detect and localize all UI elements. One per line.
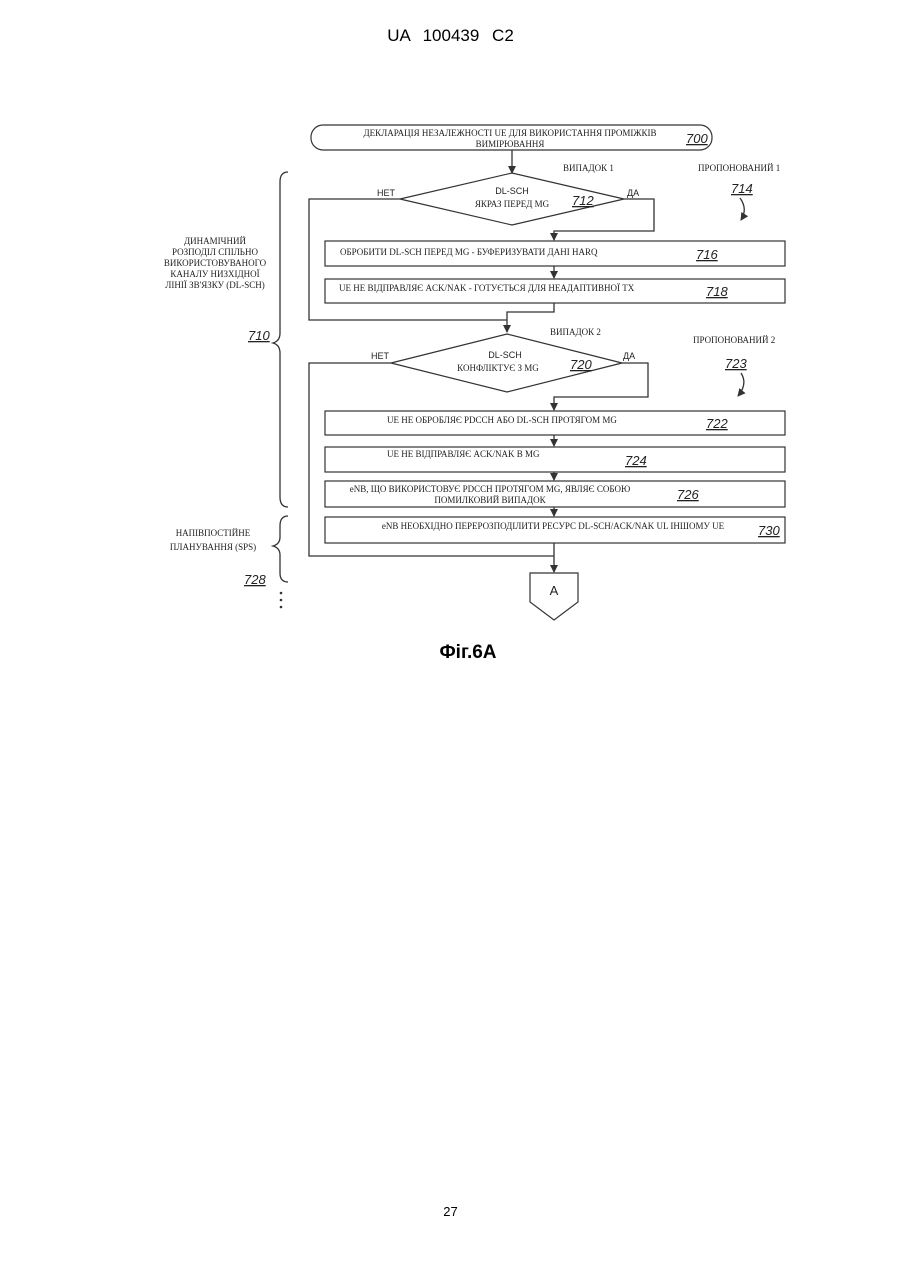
decision2-no-label: НЕТ xyxy=(371,351,390,361)
process-box-716: ОБРОБИТИ DL-SCH ПЕРЕД MG - БУФЕРИЗУВАТИ … xyxy=(325,241,785,266)
figure-caption: Фіг.6А xyxy=(439,642,496,663)
decision2-yes-label: ДА xyxy=(623,351,635,361)
box724-text: UE НЕ ВІДПРАВЛЯЄ ACK/NAK В MG xyxy=(387,449,540,459)
process-box-724: UE НЕ ВІДПРАВЛЯЄ ACK/NAK В MG 724 xyxy=(325,447,785,472)
start-terminal-700: ДЕКЛАРАЦІЯ НЕЗАЛЕЖНОСТІ UE ДЛЯ ВИКОРИСТА… xyxy=(311,125,712,150)
curved-arrow-714 xyxy=(740,198,744,220)
decision2-line2: КОНФЛІКТУЄ З MG xyxy=(457,363,539,373)
group710-line5: ЛІНІЇ ЗВ'ЯЗКУ (DL-SCH) xyxy=(165,280,264,290)
decision1-yes-label: ДА xyxy=(627,188,639,198)
box726-line1: eNB, ЩО ВИКОРИСТОВУЄ PDCCH ПРОТЯГОМ MG, … xyxy=(350,484,630,494)
start-text-line1: ДЕКЛАРАЦІЯ НЕЗАЛЕЖНОСТІ UE ДЛЯ ВИКОРИСТА… xyxy=(364,128,657,138)
ref-723: 723 xyxy=(725,356,747,371)
proposed1-label: ПРОПОНОВАНИЙ 1 xyxy=(698,163,780,173)
curved-arrow-723 xyxy=(738,373,744,396)
group710-line1: ДИНАМІЧНИЙ xyxy=(184,236,246,246)
bracket-710 xyxy=(273,172,288,507)
offpage-connector-a: A xyxy=(530,573,578,620)
box718-text: UE НЕ ВІДПРАВЛЯЄ ACK/NAK - ГОТУЄТЬСЯ ДЛЯ… xyxy=(339,283,635,293)
case2-label: ВИПАДОК 2 xyxy=(550,327,601,337)
process-box-718: UE НЕ ВІДПРАВЛЯЄ ACK/NAK - ГОТУЄТЬСЯ ДЛЯ… xyxy=(325,279,785,303)
connector-label: A xyxy=(550,583,559,598)
ref-728: 728 xyxy=(244,572,266,587)
page-number: 27 xyxy=(0,1204,901,1219)
ref-718: 718 xyxy=(706,284,728,299)
group728-line1: НАПІВПОСТІЙНЕ xyxy=(176,528,251,538)
ref-712: 712 xyxy=(572,193,594,208)
process-box-726: eNB, ЩО ВИКОРИСТОВУЄ PDCCH ПРОТЯГОМ MG, … xyxy=(325,481,785,507)
decision-720: DL-SCH КОНФЛІКТУЄ З MG 720 НЕТ ДА xyxy=(371,334,635,392)
ref-716: 716 xyxy=(696,247,718,262)
ref-730: 730 xyxy=(758,523,780,538)
box726-line2: ПОМИЛКОВИЙ ВИПАДОК xyxy=(434,495,546,505)
ref-720: 720 xyxy=(570,357,592,372)
process-box-722: UE НЕ ОБРОБЛЯЄ PDCCH АБО DL-SCH ПРОТЯГОМ… xyxy=(325,411,785,435)
ref-726: 726 xyxy=(677,487,699,502)
box730-text: eNB НЕОБХІДНО ПЕРЕРОЗПОДІЛИТИ РЕСУРС DL-… xyxy=(382,521,725,531)
case1-label: ВИПАДОК 1 xyxy=(563,163,614,173)
group710-line3: ВИКОРИСТОВУВАНОГО xyxy=(164,258,267,268)
group710-line4: КАНАЛУ НИЗХІДНОЇ xyxy=(170,269,259,279)
continuation-dots xyxy=(280,592,283,609)
decision2-line1: DL-SCH xyxy=(488,350,522,360)
bracket-728 xyxy=(273,516,288,582)
process-box-730: eNB НЕОБХІДНО ПЕРЕРОЗПОДІЛИТИ РЕСУРС DL-… xyxy=(325,517,785,543)
decision1-line2: ЯКРАЗ ПЕРЕД MG xyxy=(475,199,550,209)
ref-714: 714 xyxy=(731,181,753,196)
proposed2-label: ПРОПОНОВАНИЙ 2 xyxy=(693,335,775,345)
ref-722: 722 xyxy=(706,416,728,431)
decision1-line1: DL-SCH xyxy=(495,186,529,196)
group728-line2: ПЛАНУВАННЯ (SPS) xyxy=(170,542,256,552)
box716-text: ОБРОБИТИ DL-SCH ПЕРЕД MG - БУФЕРИЗУВАТИ … xyxy=(340,247,598,257)
box722-text: UE НЕ ОБРОБЛЯЄ PDCCH АБО DL-SCH ПРОТЯГОМ… xyxy=(387,415,617,425)
decision-712: DL-SCH ЯКРАЗ ПЕРЕД MG 712 НЕТ ДА xyxy=(377,173,639,225)
ref-710: 710 xyxy=(248,328,270,343)
arrow-718-to-decision2 xyxy=(507,303,554,332)
ref-724: 724 xyxy=(625,453,647,468)
decision1-no-label: НЕТ xyxy=(377,188,396,198)
start-text-line2: ВИМІРЮВАННЯ xyxy=(476,139,545,149)
ref-700: 700 xyxy=(686,131,708,146)
group710-line2: РОЗПОДІЛ СПІЛЬНО xyxy=(172,247,258,257)
